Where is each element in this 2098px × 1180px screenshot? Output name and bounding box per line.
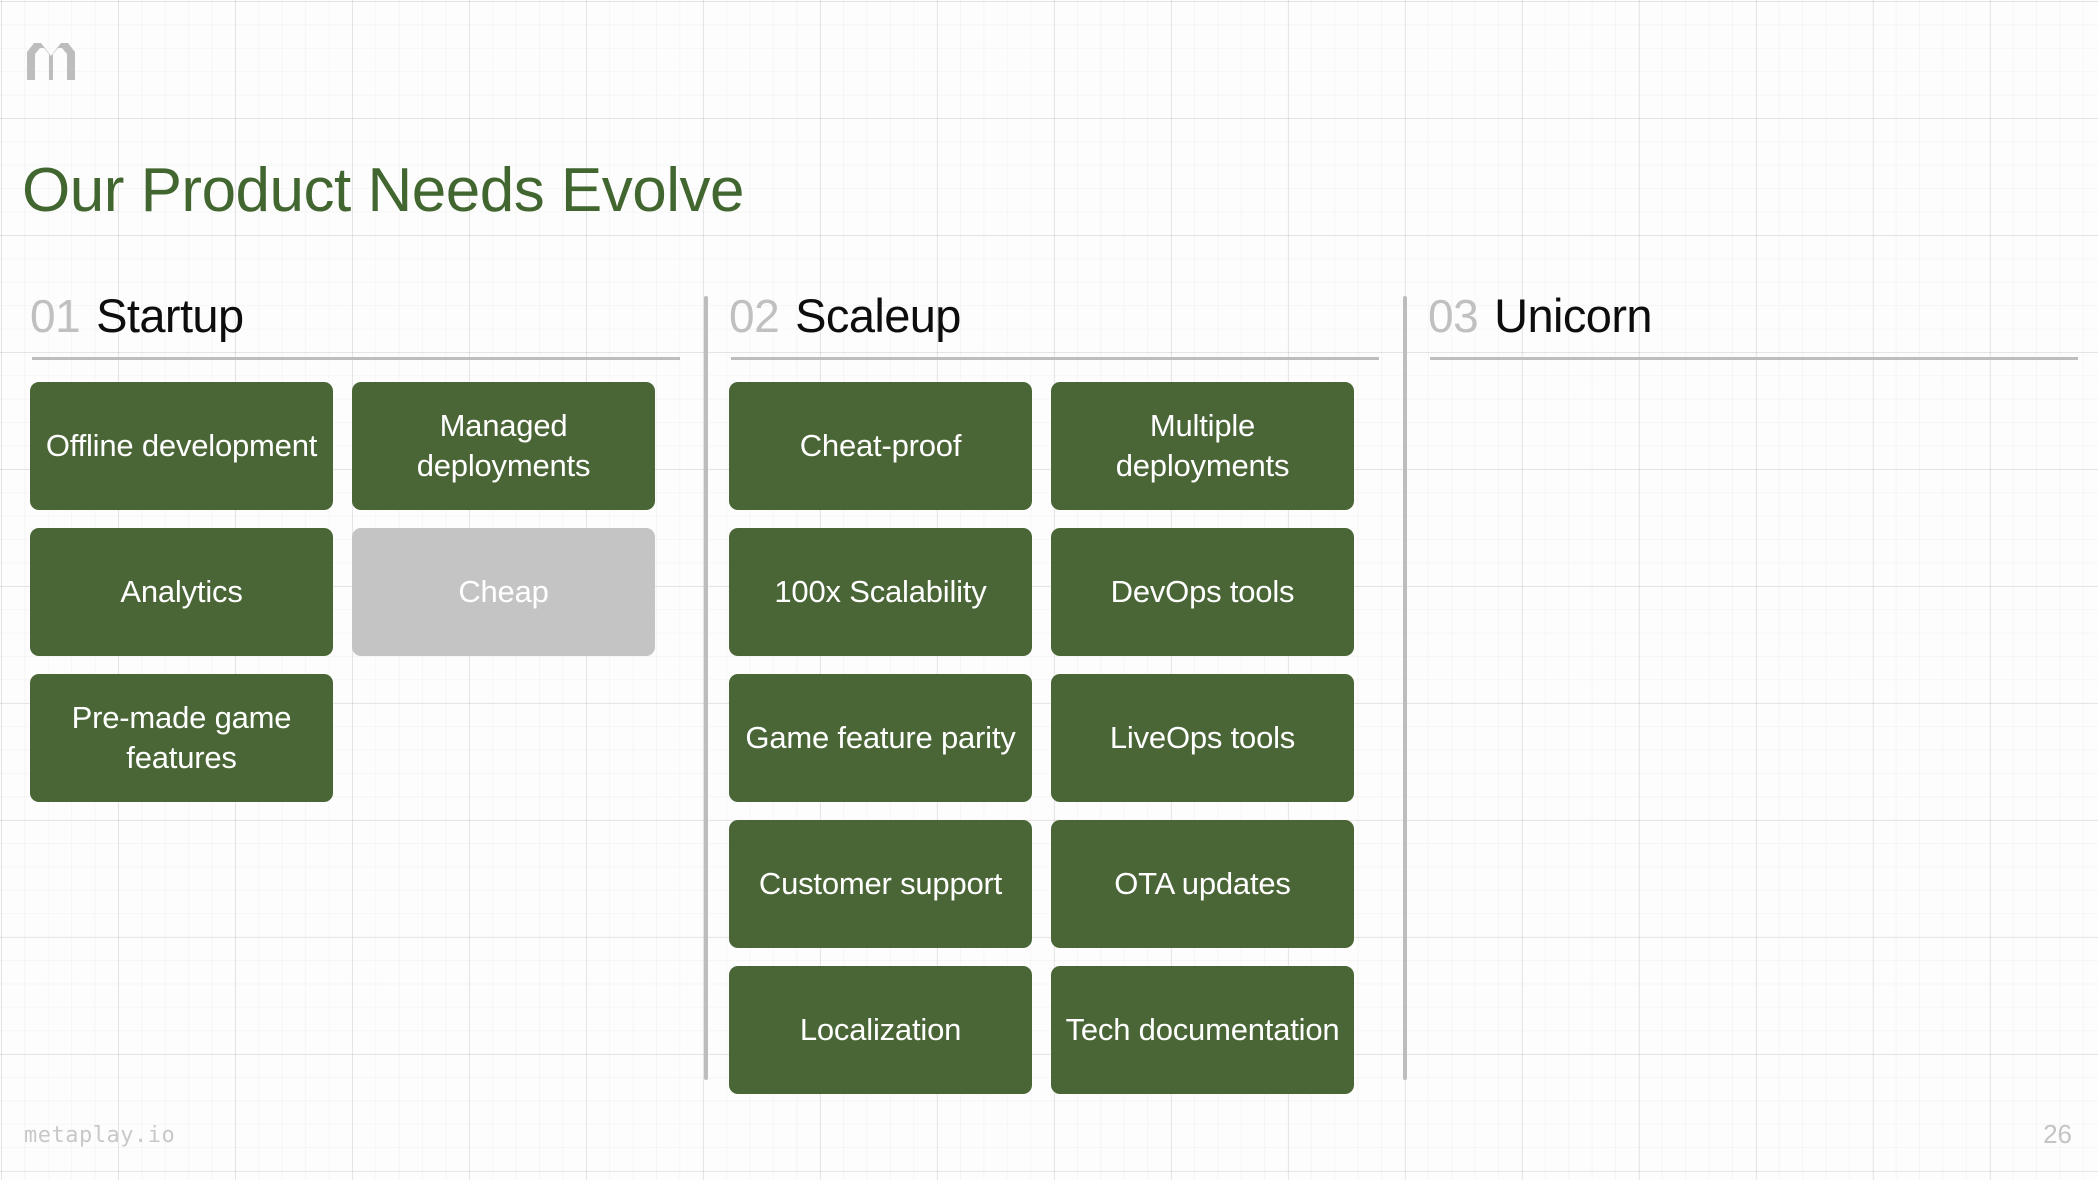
column-divider	[704, 296, 708, 1080]
column-title: Startup	[96, 289, 244, 342]
feature-card[interactable]: Analytics	[30, 528, 333, 656]
feature-card[interactable]: Customer support	[729, 820, 1032, 948]
feature-card[interactable]: OTA updates	[1051, 820, 1354, 948]
card-grid: Cheat-proof Multiple deployments 100x Sc…	[729, 382, 1369, 1094]
feature-card[interactable]: Managed deployments	[352, 382, 655, 510]
column-title: Unicorn	[1494, 289, 1652, 342]
feature-card[interactable]: Game feature parity	[729, 674, 1032, 802]
feature-card[interactable]: Offline development	[30, 382, 333, 510]
feature-card[interactable]: Multiple deployments	[1051, 382, 1354, 510]
feature-card[interactable]: DevOps tools	[1051, 528, 1354, 656]
footer-brand: metaplay.io	[24, 1123, 176, 1148]
column-rule	[1430, 357, 2078, 360]
feature-card[interactable]: Cheat-proof	[729, 382, 1032, 510]
phase-columns: 01 Startup Offline development Managed d…	[0, 288, 2098, 1098]
footer-page-number: 26	[2043, 1119, 2072, 1149]
column-number: 01	[30, 290, 81, 342]
column-rule	[32, 357, 680, 360]
column-header: 02 Scaleup	[729, 288, 1378, 350]
card-grid: Offline development Managed deployments …	[30, 382, 670, 802]
column-number: 03	[1428, 290, 1479, 342]
column-rule	[731, 357, 1379, 360]
column-unicorn: 03 Unicorn	[1398, 288, 2097, 1098]
feature-card[interactable]: Localization	[729, 966, 1032, 1094]
column-header: 01 Startup	[30, 288, 679, 350]
column-startup: 01 Startup Offline development Managed d…	[0, 288, 699, 1098]
metaplay-m-logo-icon	[22, 30, 80, 88]
feature-card[interactable]: 100x Scalability	[729, 528, 1032, 656]
feature-card[interactable]: LiveOps tools	[1051, 674, 1354, 802]
column-scaleup: 02 Scaleup Cheat-proof Multiple deployme…	[699, 288, 1398, 1098]
feature-card[interactable]: Tech documentation	[1051, 966, 1354, 1094]
page-title: Our Product Needs Evolve	[22, 156, 745, 225]
column-number: 02	[729, 290, 780, 342]
column-divider	[1403, 296, 1407, 1080]
feature-card-muted[interactable]: Cheap	[352, 528, 655, 656]
column-title: Scaleup	[795, 289, 961, 342]
column-header: 03 Unicorn	[1428, 288, 2077, 350]
feature-card[interactable]: Pre-made game features	[30, 674, 333, 802]
